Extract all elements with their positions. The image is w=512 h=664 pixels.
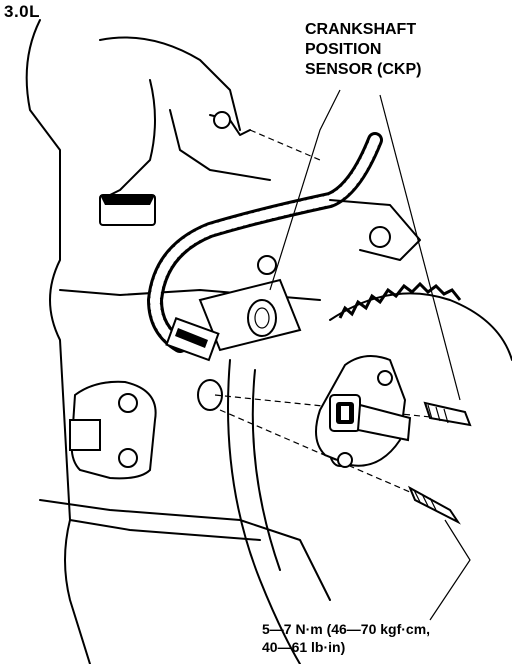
- ckp-callout-line-1: CRANKSHAFT: [305, 21, 417, 38]
- left-bracket-tab: [69, 419, 101, 451]
- connector-latch: [175, 328, 208, 348]
- block-top-edge: [99, 36, 241, 131]
- ckp-leader-line-2: [269, 89, 341, 291]
- bracket-bolt-2: [369, 226, 391, 248]
- bracket-bolt-1: [257, 255, 277, 275]
- sensor-bore: [247, 299, 277, 337]
- block-lower-edge: [39, 499, 331, 601]
- top-stud-leader: [249, 129, 321, 161]
- block-rib-1: [99, 79, 156, 201]
- top-nut: [213, 111, 231, 129]
- ckp-sensor-tip: [356, 403, 412, 442]
- block-lower-edge-2: [69, 519, 261, 541]
- ckp-callout: CRANKSHAFT POSITION SENSOR (CKP): [305, 20, 421, 80]
- spacer-1: [197, 379, 223, 411]
- block-rib-2: [169, 109, 271, 181]
- reluctor-wheel-edge: [329, 292, 512, 361]
- ckp-callout-line-2: POSITION: [305, 41, 382, 58]
- engine-label: 3.0L: [4, 2, 41, 21]
- ckp-leader-line: [379, 94, 461, 401]
- torque-leader-line: [429, 519, 471, 621]
- ckp-callout-line-3: SENSOR (CKP): [305, 61, 422, 78]
- engine-block-outline: [25, 19, 91, 664]
- torque-spec: 5—7 N·m (46—70 kgf·cm, 40—61 lb·in): [262, 620, 430, 656]
- harness-ribs: [149, 135, 380, 350]
- torque-spec-line-2: 40—61 lb·in): [262, 639, 346, 655]
- reluctor-teeth: [338, 281, 462, 319]
- pulley-inner: [251, 369, 281, 571]
- torque-spec-line-1: 5—7 N·m (46—70 kgf·cm,: [262, 621, 431, 637]
- block-boss-shade: [100, 195, 155, 205]
- pulley-outline: [227, 359, 301, 664]
- harness-bracket: [329, 199, 421, 261]
